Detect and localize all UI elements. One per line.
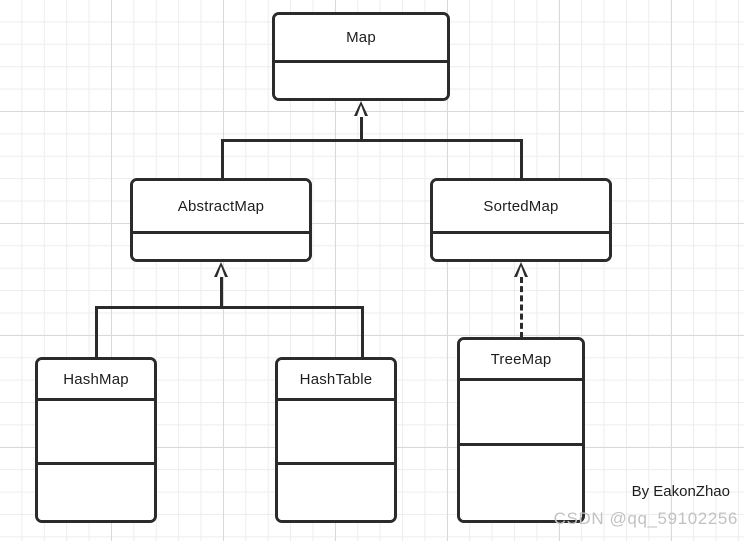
class-box-abstractmap[interactable]: AbstractMap — [130, 178, 312, 262]
class-name-hashmap: HashMap — [38, 360, 154, 398]
class-methods-treemap — [460, 443, 582, 520]
class-attributes-map — [275, 60, 447, 98]
connector-treemap-to-sortedmap — [520, 277, 523, 338]
class-box-hashmap[interactable]: HashMap — [35, 357, 157, 523]
class-box-treemap[interactable]: TreeMap — [457, 337, 585, 523]
class-name-hashtable: HashTable — [278, 360, 394, 398]
class-attributes-sortedmap — [433, 231, 609, 259]
class-name-sortedmap: SortedMap — [433, 181, 609, 231]
connector-bus-horizontal-bottom — [95, 306, 363, 309]
author-caption: By EakonZhao — [631, 483, 730, 500]
connector-bus-to-map — [360, 117, 363, 140]
class-name-abstractmap: AbstractMap — [133, 181, 309, 231]
connector-bus-to-abstractmap — [221, 139, 224, 179]
class-box-map[interactable]: Map — [272, 12, 450, 101]
connector-bus-to-sortedmap — [520, 139, 523, 179]
class-name-map: Map — [275, 15, 447, 60]
connector-bus-to-abstractmap-lower — [220, 277, 223, 306]
class-methods-hashmap — [38, 462, 154, 520]
class-box-sortedmap[interactable]: SortedMap — [430, 178, 612, 262]
connector-bus-to-hashtable — [361, 306, 364, 359]
class-attributes-hashtable — [278, 398, 394, 462]
connector-bus-horizontal-top — [221, 139, 521, 142]
class-attributes-hashmap — [38, 398, 154, 462]
class-name-treemap: TreeMap — [460, 340, 582, 378]
class-box-hashtable[interactable]: HashTable — [275, 357, 397, 523]
class-attributes-treemap — [460, 378, 582, 443]
csdn-watermark: CSDN @qq_59102256 — [553, 509, 738, 528]
class-attributes-abstractmap — [133, 231, 309, 259]
class-methods-hashtable — [278, 462, 394, 520]
connector-bus-to-hashmap — [95, 306, 98, 359]
